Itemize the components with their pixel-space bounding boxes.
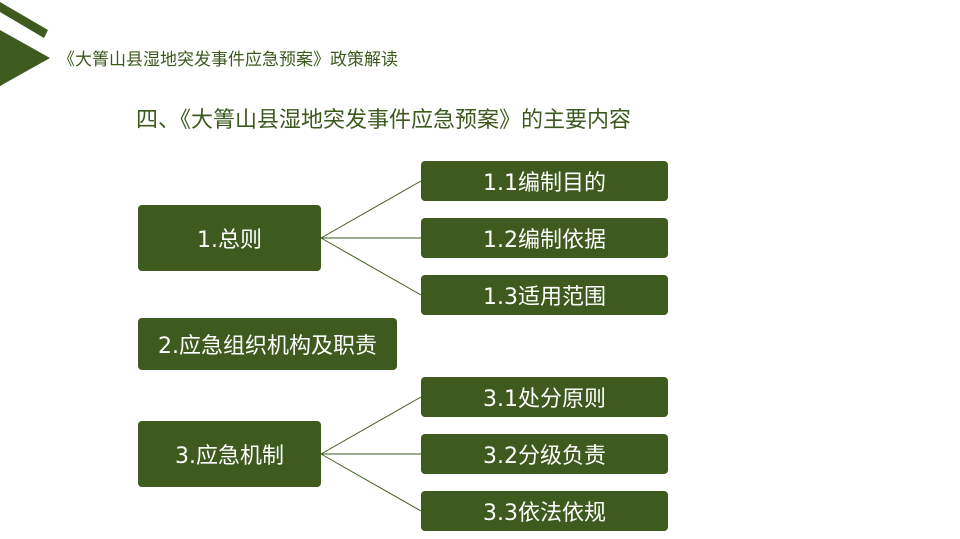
header-title: 《大箐山县湿地突发事件应急预案》政策解读 (58, 50, 398, 70)
connector-mechanism-sub3 (320, 453, 422, 512)
node-organization: 2.应急组织机构及职责 (138, 318, 397, 370)
node-mechanism-sub3: 3.3依法依规 (421, 491, 668, 531)
node-general-sub1: 1.1编制目的 (421, 161, 668, 201)
corner-triangle-logo (0, 2, 50, 86)
node-general: 1.总则 (138, 205, 321, 271)
connector-general-sub1 (320, 180, 422, 239)
connector-general-sub3 (320, 237, 422, 296)
node-mechanism: 3.应急机制 (138, 421, 321, 487)
node-general-sub2: 1.2编制依据 (421, 218, 668, 258)
node-general-sub3: 1.3适用范围 (421, 275, 668, 315)
node-mechanism-sub2: 3.2分级负责 (421, 434, 668, 474)
section-title: 四、《大箐山县湿地突发事件应急预案》的主要内容 (136, 108, 632, 133)
node-mechanism-sub1: 3.1处分原则 (421, 377, 668, 417)
connector-mechanism-sub1 (320, 396, 422, 455)
